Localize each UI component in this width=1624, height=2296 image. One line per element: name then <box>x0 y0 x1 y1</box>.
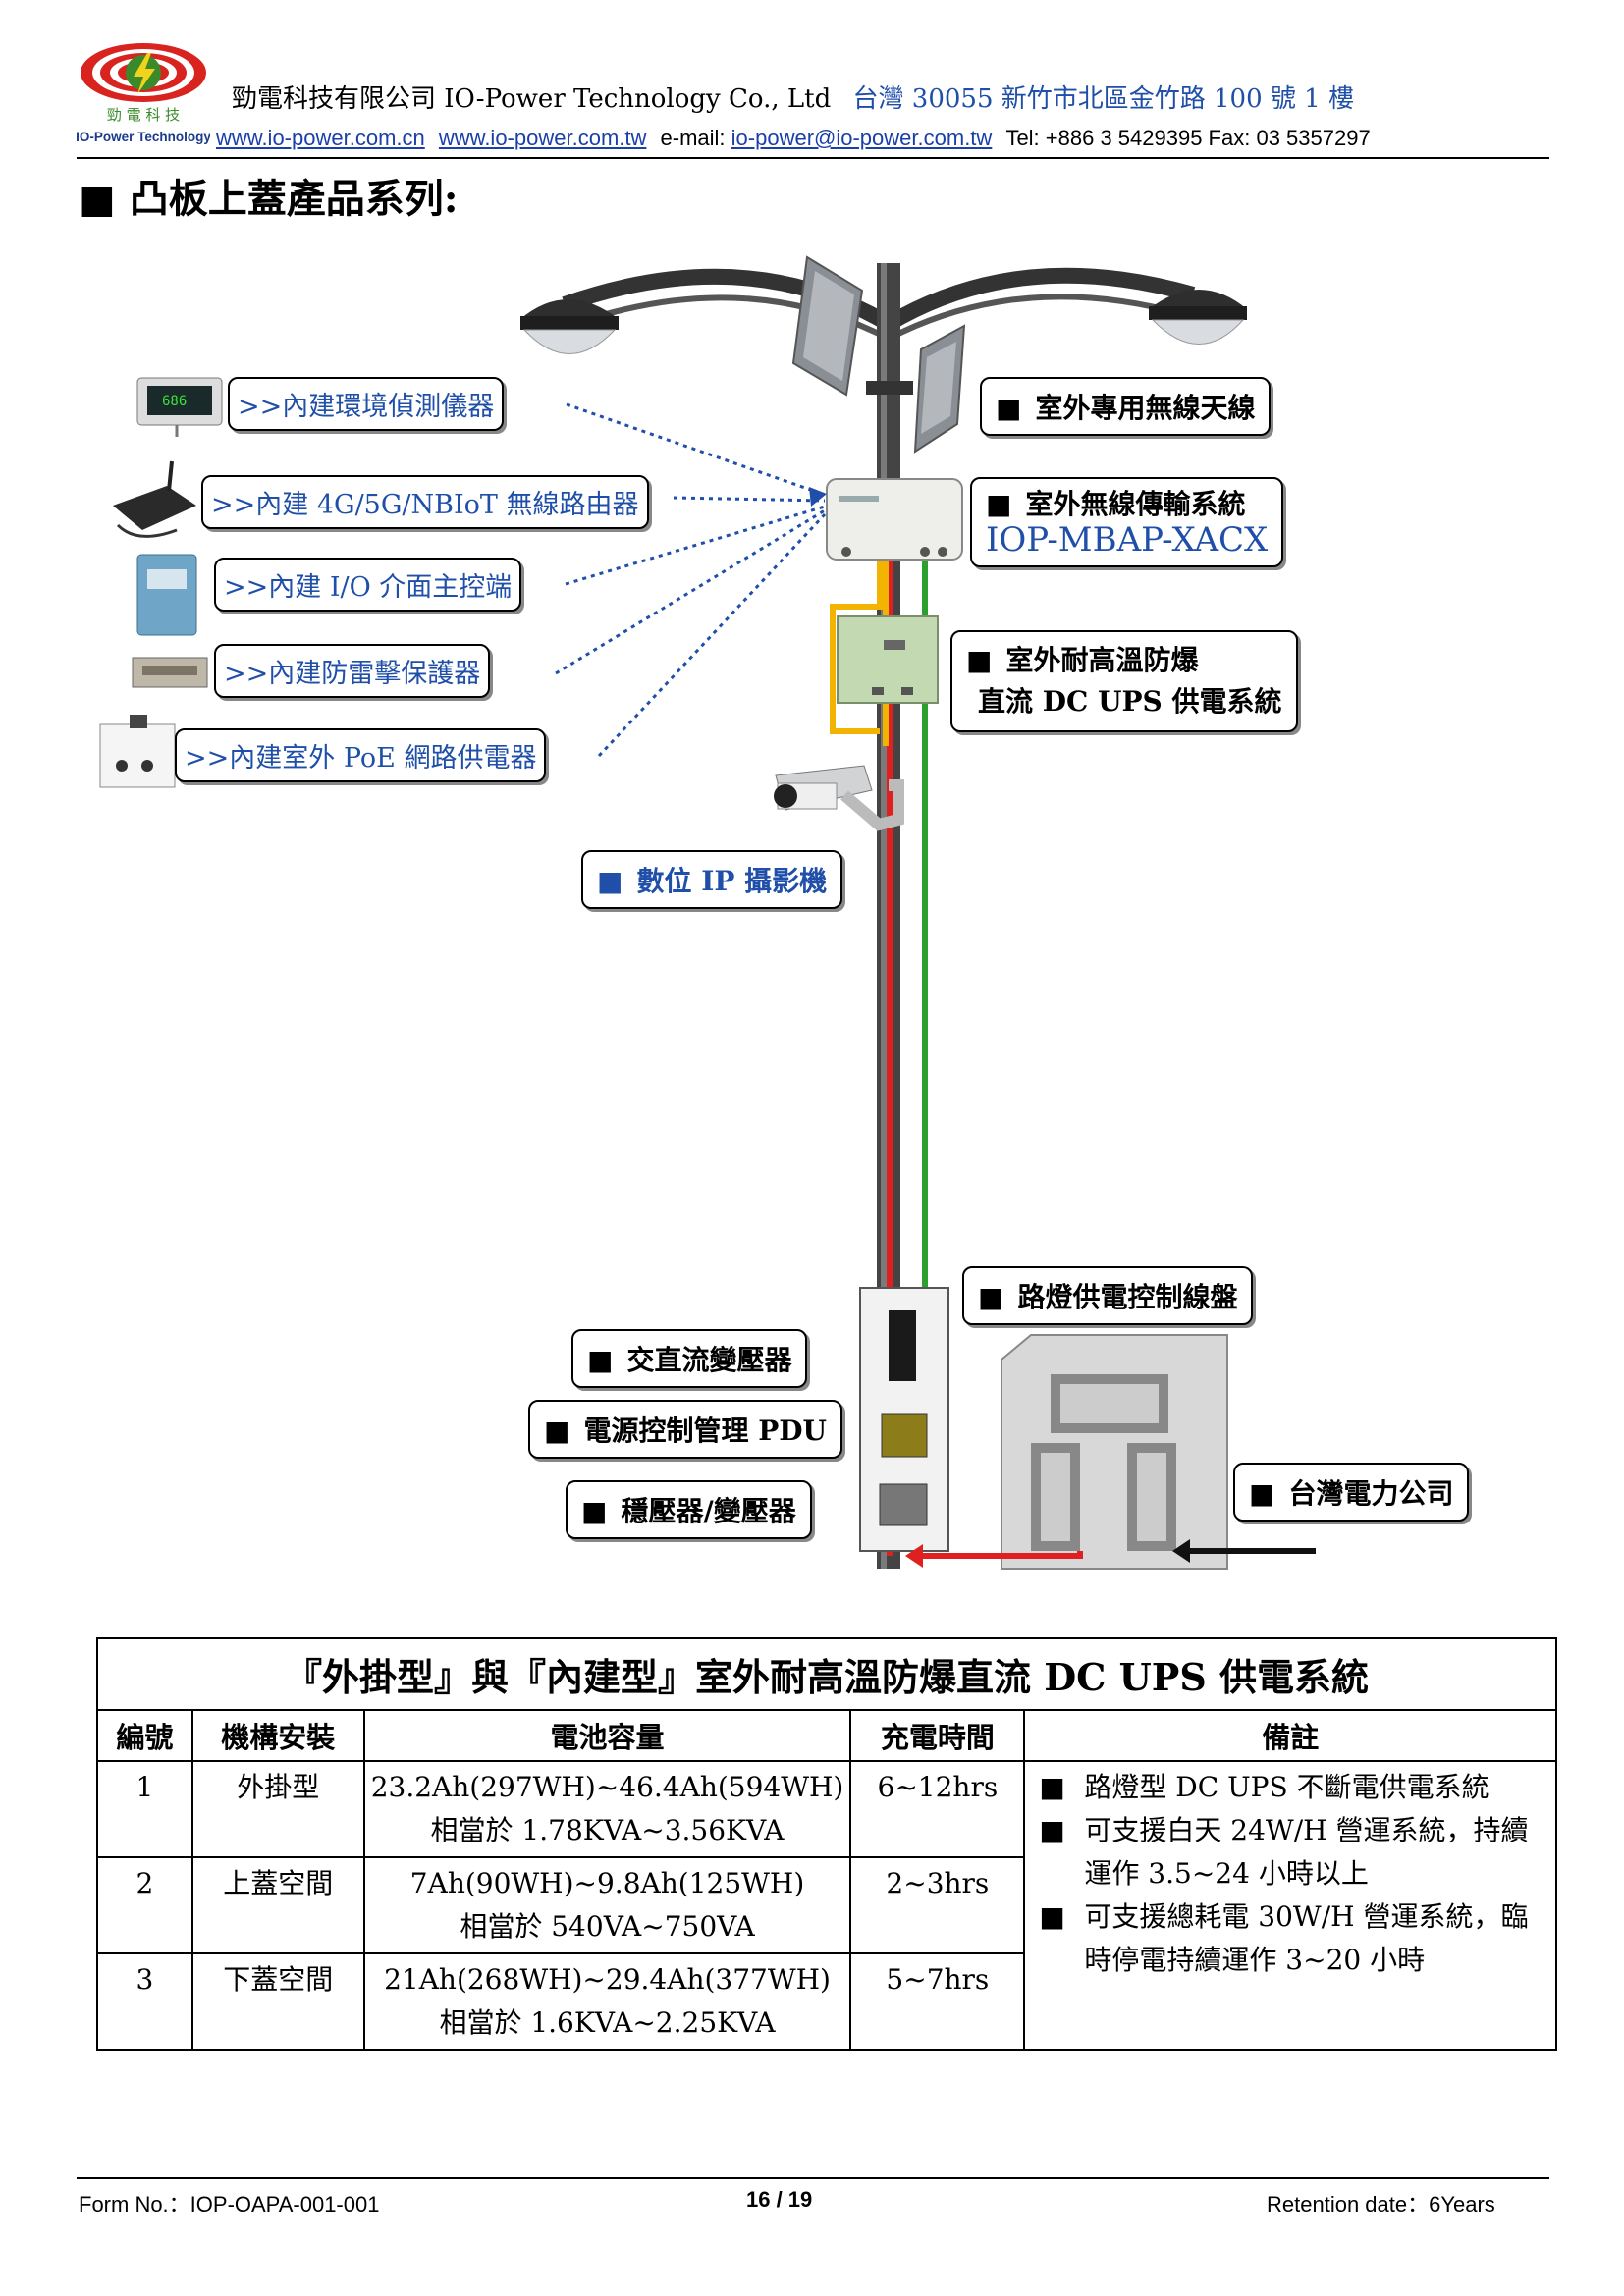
col-header-capacity: 電池容量 <box>362 1709 852 1762</box>
col-header-notes: 備註 <box>1023 1709 1557 1762</box>
transmission-model: IOP-MBAP-XACX <box>986 520 1269 560</box>
callout-ip-camera: ■數位 IP 攝影機 <box>581 850 843 909</box>
square-bullet-icon: ■ <box>597 865 623 897</box>
svg-text:IO-Power Technology: IO-Power Technology <box>77 130 210 144</box>
section-title: ■ 凸板上蓋產品系列: <box>79 176 459 222</box>
page-number: 16 / 19 <box>746 2187 813 2212</box>
table-row: 1 外掛型 23.2Ah(297WH)~46.4Ah(594WH)相當於 1.7… <box>96 1760 1557 2051</box>
street-lamp-right <box>1149 290 1247 345</box>
callout-wireless-transmission: ■室外無線傳輸系統 IOP-MBAP-XACX <box>970 477 1284 567</box>
dotted-connector-lines <box>555 402 827 758</box>
table-title: 『外掛型』與『內建型』室外耐高溫防爆直流 DC UPS 供電系統 <box>96 1637 1557 1711</box>
svg-text:勁 電 科 技: 勁 電 科 技 <box>107 106 180 124</box>
company-name: 勁電科技有限公司 IO-Power Technology Co., Ltd <box>232 84 832 114</box>
company-address: 台灣 30055 新竹市北區金竹路 100 號 1 樓 <box>852 84 1354 114</box>
surge-protector-device <box>132 657 208 688</box>
table-row: 3 下蓋空間 21Ah(268WH)~29.4Ah(377WH)相當於 1.6K… <box>96 1952 1556 2051</box>
square-bullet-icon: ■ <box>986 488 1012 520</box>
dc-ups-enclosure <box>837 615 939 704</box>
callout-pdu: ■電源控制管理 PDU <box>528 1400 842 1459</box>
pdu-device <box>881 1413 928 1458</box>
phone-fax: Tel: +886 3 5429395 Fax: 03 5357297 <box>1005 126 1371 150</box>
callout-outdoor-antenna: ■室外專用無線天線 <box>980 377 1272 436</box>
square-bullet-icon: ■ <box>1039 1771 1065 1803</box>
square-bullet-icon: ■ <box>587 1344 614 1376</box>
wire-yellow <box>830 555 883 734</box>
table-title-row: 『外掛型』與『內建型』室外耐高溫防爆直流 DC UPS 供電系統 <box>96 1637 1557 1711</box>
ip-camera-device <box>774 765 904 831</box>
footer-divider <box>77 2177 1549 2179</box>
regulator-device <box>879 1483 928 1526</box>
square-bullet-icon: ■ <box>1039 1900 1065 1933</box>
power-company-building <box>1001 1334 1228 1570</box>
panel-antenna-left <box>791 255 864 397</box>
email-label: e-mail: <box>660 126 726 150</box>
io-controller-device <box>136 554 197 636</box>
square-bullet-icon: ■ <box>966 644 993 676</box>
poe-injector-device <box>99 715 176 788</box>
company-logo: 勁 電 科 技 IO-Power Technology <box>77 43 210 144</box>
header-divider <box>77 157 1549 159</box>
router-device <box>113 460 196 538</box>
col-header-charge: 充電時間 <box>849 1709 1026 1762</box>
square-bullet-icon: ■ <box>978 1281 1004 1313</box>
square-bullet-icon: ■ <box>79 176 130 222</box>
panel-antenna-right <box>913 324 966 454</box>
callout-power-company: ■台灣電力公司 <box>1233 1463 1470 1522</box>
form-number: Form No.：IOP-OAPA-001-001 <box>79 2192 380 2216</box>
website-cn-link[interactable]: www.io-power.com.cn <box>216 126 425 150</box>
table-row: 2 上蓋空間 7Ah(90WH)~9.8Ah(125WH)相當於 540VA~7… <box>96 1856 1556 1954</box>
table-notes: ■路燈型 DC UPS 不斷電供電系統 ■可支援白天 24W/H 營運系統，持續… <box>1023 1760 1557 2051</box>
retention-date: Retention date：6Years <box>1267 2192 1495 2216</box>
callout-environment-monitor: >>內建環境偵測儀器 <box>228 377 505 431</box>
col-header-no: 編號 <box>96 1709 193 1762</box>
svg-text:686: 686 <box>162 394 187 409</box>
streetlight-diagram: 686 <box>99 255 1316 1570</box>
callout-io-controller: >>內建 I/O 介面主控端 <box>214 558 522 612</box>
square-bullet-icon: ■ <box>544 1415 570 1447</box>
callout-surge-protector: >>內建防雷擊保護器 <box>214 644 491 698</box>
header-company-line: 勁電科技有限公司 IO-Power Technology Co., Ltd 台灣… <box>232 79 1354 115</box>
callout-poe-injector: >>內建室外 PoE 網路供電器 <box>175 728 547 782</box>
street-lamp-left <box>520 299 619 354</box>
callout-wireless-router: >>內建 4G/5G/NBIoT 無線路由器 <box>201 475 649 529</box>
environment-monitor-device: 686 <box>136 377 223 437</box>
callout-dc-ups: ■室外耐高溫防爆 直流 DC UPS 供電系統 <box>950 630 1298 732</box>
wireless-access-point-device <box>826 478 963 561</box>
website-tw-link[interactable]: www.io-power.com.tw <box>438 126 647 150</box>
square-bullet-icon: ■ <box>996 392 1022 424</box>
email-link[interactable]: io-power@io-power.com.tw <box>731 126 993 150</box>
arrowhead-icon <box>809 487 827 507</box>
power-feed-arrow <box>913 1551 1083 1559</box>
table-header-row: 編號 機構安裝 電池容量 充電時間 備註 <box>96 1709 1557 1762</box>
callout-streetlight-panel: ■路燈供電控制線盤 <box>962 1266 1254 1325</box>
header-contact-line: www.io-power.com.cn www.io-power.com.tw … <box>216 126 1371 151</box>
square-bullet-icon: ■ <box>1039 1814 1065 1846</box>
lamp-arm-right <box>884 267 1196 331</box>
callout-acdc-transformer: ■交直流變壓器 <box>571 1329 808 1388</box>
col-header-mount: 機構安裝 <box>190 1709 365 1762</box>
pole-base-cabinet <box>859 1287 949 1552</box>
square-bullet-icon: ■ <box>1249 1477 1275 1510</box>
square-bullet-icon: ■ <box>581 1495 608 1527</box>
callout-regulator: ■穩壓器/變壓器 <box>566 1480 812 1539</box>
ups-spec-table: 『外掛型』與『內建型』室外耐高溫防爆直流 DC UPS 供電系統 編號 機構安裝… <box>96 1637 1557 2051</box>
ac-dc-transformer-device <box>889 1310 916 1381</box>
